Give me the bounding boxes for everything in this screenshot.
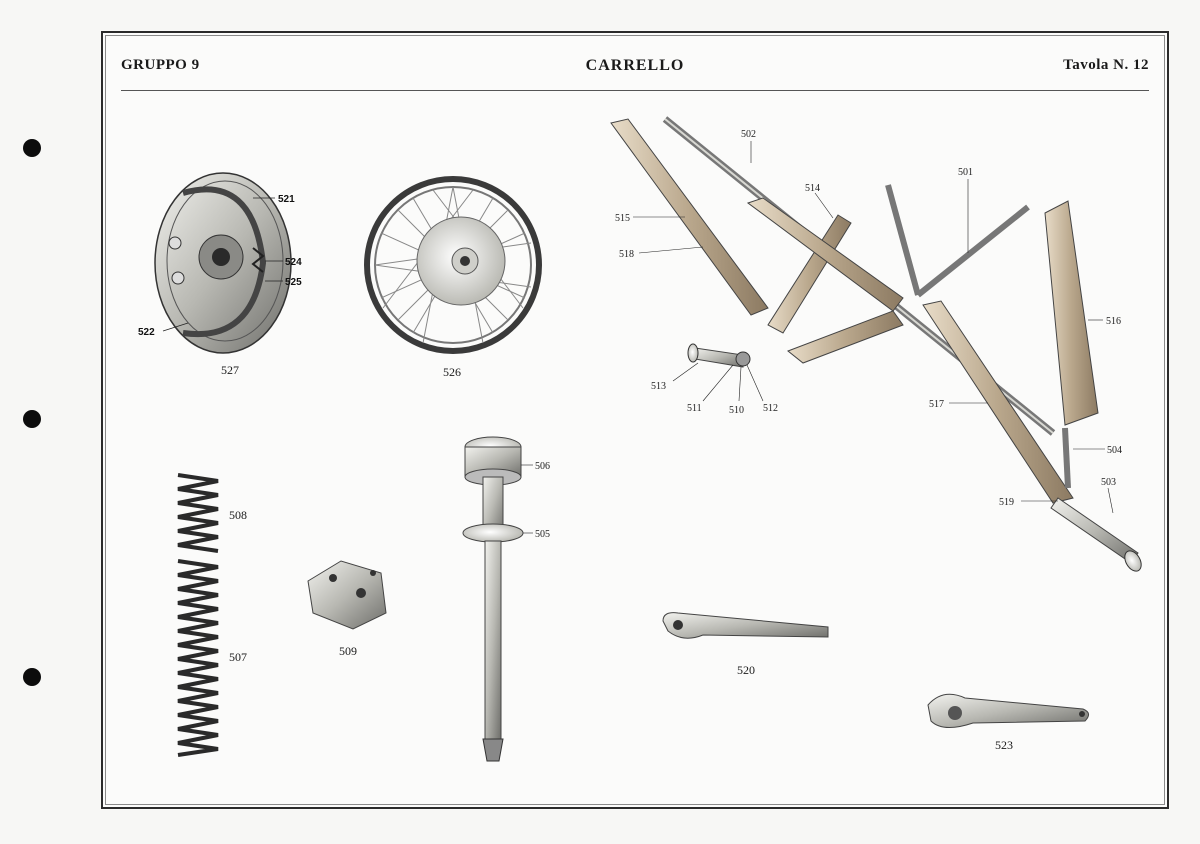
header-rule: [121, 90, 1149, 91]
coil-springs-507-508: [177, 473, 219, 757]
callout-513: 513: [651, 381, 666, 392]
bracket-509: [307, 560, 387, 630]
caption-509: 509: [339, 644, 357, 658]
parts-illustration: 521 524 525 522: [138, 116, 1142, 762]
binder-hole-top: [23, 139, 41, 157]
callout-510: 510: [729, 405, 744, 416]
brake-plate-527: [154, 172, 292, 354]
callouts-landing-gear: 502 514 501 515 518 516 513 511 510 512 …: [615, 129, 1122, 514]
callout-515: 515: [615, 213, 630, 224]
callout-517: 517: [929, 399, 944, 410]
callout-511: 511: [687, 403, 702, 414]
caption-520: 520: [737, 663, 755, 677]
caption-526: 526: [443, 365, 461, 379]
callout-518: 518: [619, 249, 634, 260]
caption-523: 523: [995, 738, 1013, 752]
landing-gear-assembly: [610, 116, 1142, 572]
callout-521: 521: [278, 194, 295, 205]
plate-title: CARRELLO: [585, 57, 685, 74]
callout-516: 516: [1106, 316, 1121, 327]
arm-523: [927, 693, 1089, 728]
wire-wheel-526: [364, 176, 542, 354]
group-label: GRUPPO 9: [121, 57, 200, 73]
caption-508: 508: [229, 508, 247, 522]
callouts-527: 521 524 525 522: [138, 194, 302, 338]
shock-strut-505-506: 506 505: [462, 436, 550, 762]
callout-502: 502: [741, 129, 756, 140]
plate-number: Tavola N. 12: [1063, 57, 1149, 73]
binder-hole-bottom: [23, 668, 41, 686]
caption-527: 527: [221, 363, 239, 377]
plate-frame: CARRELLO GRUPPO 9 Tavola N. 12: [101, 31, 1169, 809]
callout-525: 525: [285, 277, 302, 288]
callout-522: 522: [138, 327, 155, 338]
callout-505: 505: [535, 529, 550, 540]
lever-520: [662, 612, 829, 639]
callout-512: 512: [763, 403, 778, 414]
callout-504: 504: [1107, 445, 1122, 456]
callout-501: 501: [958, 167, 973, 178]
callout-506: 506: [535, 461, 550, 472]
callout-503: 503: [1101, 477, 1116, 488]
callout-514: 514: [805, 183, 820, 194]
caption-507: 507: [229, 650, 247, 664]
callout-519: 519: [999, 497, 1014, 508]
binder-hole-middle: [23, 410, 41, 428]
callout-524: 524: [285, 257, 302, 268]
